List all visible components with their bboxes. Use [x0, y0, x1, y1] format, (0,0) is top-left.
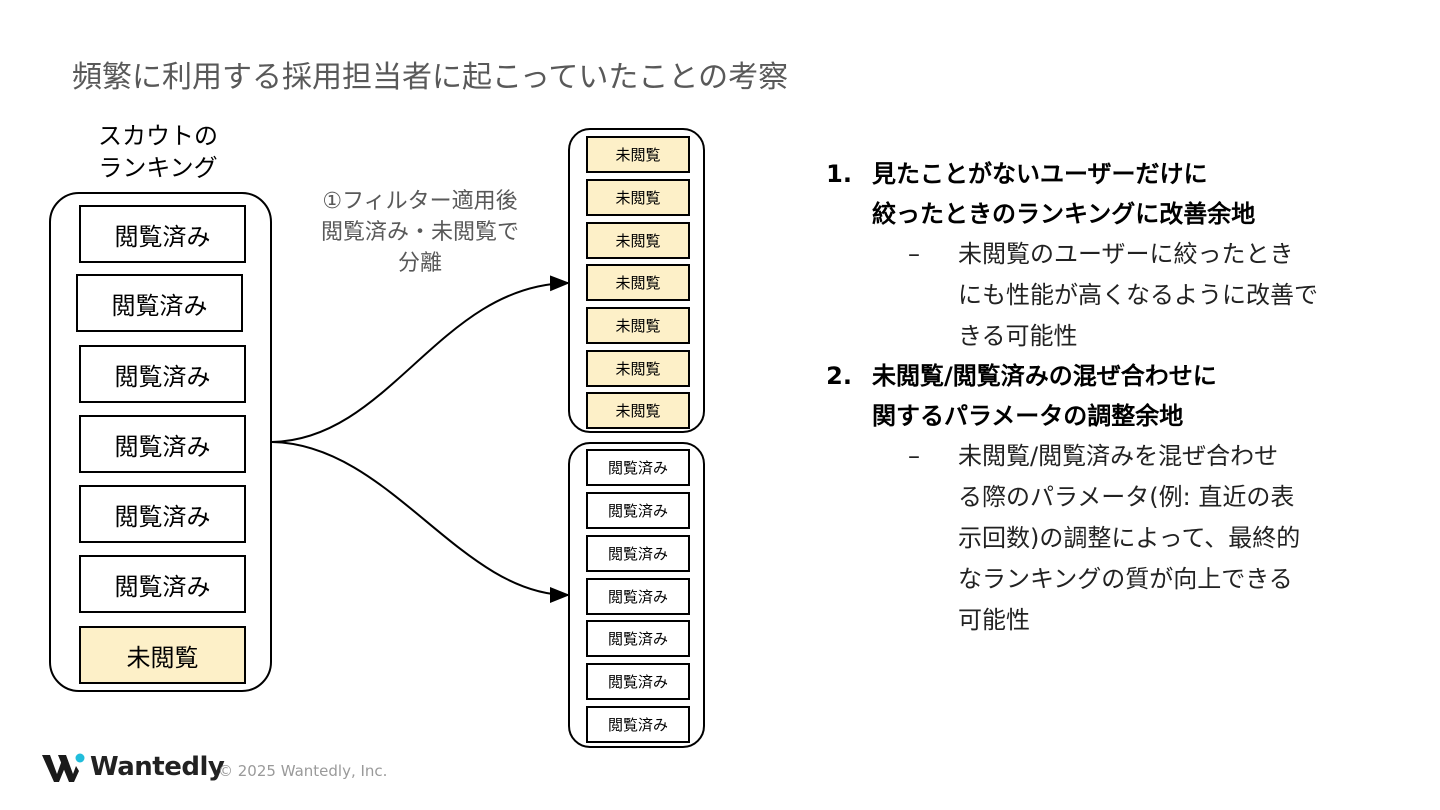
- ranking-title: スカウトの ランキング: [88, 120, 228, 184]
- read-item: 閲覧済み: [586, 620, 690, 657]
- point-2-dash: –: [908, 442, 920, 470]
- point-1-detail-line: きる可能性: [958, 322, 1078, 350]
- filter-label-line2: 閲覧済み・未閲覧で: [320, 220, 519, 245]
- point-1-number: 1.: [826, 160, 852, 188]
- read-item: 閲覧済み: [586, 706, 690, 743]
- point-2-detail-line: 可能性: [958, 606, 1030, 634]
- point-2-heading-line2: 関するパラメータの調整余地: [872, 402, 1184, 430]
- point-2-detail-line: る際のパラメータ(例: 直近の表: [958, 483, 1295, 511]
- unread-item: 未閲覧: [586, 264, 690, 301]
- unread-item: 未閲覧: [586, 350, 690, 387]
- unread-item: 未閲覧: [586, 179, 690, 216]
- point-2: 2. 未閲覧/閲覧済みの混ぜ合わせに 関するパラメータの調整余地: [812, 356, 1372, 436]
- unread-item: 未閲覧: [586, 136, 690, 173]
- point-2-heading-line1: 未閲覧/閲覧済みの混ぜ合わせに: [872, 362, 1217, 390]
- filter-label-line1: ①フィルター適用後: [322, 189, 518, 214]
- ranking-item: 閲覧済み: [76, 274, 243, 332]
- read-item: 閲覧済み: [586, 492, 690, 529]
- point-1-heading-line2: 絞ったときのランキングに改善余地: [872, 200, 1256, 228]
- ranking-item: 閲覧済み: [79, 205, 246, 263]
- point-1-heading-line1: 見たことがないユーザーだけに: [872, 160, 1208, 188]
- arrow-to-unread: [271, 275, 570, 443]
- ranking-item: 閲覧済み: [79, 555, 246, 613]
- wantedly-logo-text: Wantedly: [90, 752, 225, 782]
- unread-item: 未閲覧: [586, 307, 690, 344]
- point-2-heading: 未閲覧/閲覧済みの混ぜ合わせに 関するパラメータの調整余地: [872, 356, 1217, 436]
- point-1-detail-line: にも性能が高くなるように改善で: [958, 281, 1318, 309]
- ranking-item: 閲覧済み: [79, 415, 246, 473]
- read-item: 閲覧済み: [586, 663, 690, 700]
- point-2-detail-line: 未閲覧/閲覧済みを混ぜ合わせ: [958, 442, 1279, 470]
- ranking-item-unread: 未閲覧: [79, 626, 246, 684]
- slide-title: 頻繁に利用する採用担当者に起こっていたことの考察: [72, 60, 789, 95]
- unread-item: 未閲覧: [586, 392, 690, 429]
- wantedly-logo-icon: [42, 753, 85, 782]
- ranking-title-line1: スカウトの: [98, 122, 218, 150]
- ranking-title-line2: ランキング: [98, 154, 218, 182]
- filter-label: ①フィルター適用後 閲覧済み・未閲覧で 分離: [300, 186, 540, 279]
- read-item: 閲覧済み: [586, 578, 690, 615]
- point-1-dash: –: [908, 240, 920, 268]
- point-2-detail-text: 未閲覧/閲覧済みを混ぜ合わせ る際のパラメータ(例: 直近の表 示回数)の調整に…: [958, 436, 1348, 641]
- point-2-number: 2.: [826, 362, 852, 390]
- point-2-detail-line: 示回数)の調整によって、最終的: [958, 524, 1301, 552]
- point-2-detail-line: なランキングの質が向上できる: [958, 565, 1293, 593]
- filter-label-line3: 分離: [397, 251, 442, 276]
- ranking-item: 閲覧済み: [79, 485, 246, 543]
- arrow-to-read: [271, 441, 570, 603]
- unread-item: 未閲覧: [586, 222, 690, 259]
- point-1-heading: 見たことがないユーザーだけに 絞ったときのランキングに改善余地: [872, 154, 1255, 234]
- point-1-detail-text: 未閲覧のユーザーに絞ったとき にも性能が高くなるように改善で きる可能性: [958, 234, 1348, 357]
- read-item: 閲覧済み: [586, 535, 690, 572]
- point-1-detail-line: 未閲覧のユーザーに絞ったとき: [958, 240, 1294, 268]
- ranking-item: 閲覧済み: [79, 345, 246, 403]
- read-item: 閲覧済み: [586, 449, 690, 486]
- point-1: 1. 見たことがないユーザーだけに 絞ったときのランキングに改善余地: [812, 154, 1372, 234]
- copyright: © 2025 Wantedly, Inc.: [218, 762, 388, 780]
